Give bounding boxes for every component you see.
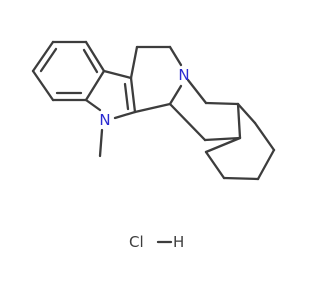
bond <box>204 150 226 180</box>
bond <box>133 102 172 114</box>
ring-nitrogen-label: N <box>178 66 189 84</box>
bond <box>129 76 137 114</box>
bond <box>98 128 104 158</box>
bond <box>236 102 242 140</box>
bond <box>236 102 257 125</box>
bonds <box>31 40 276 244</box>
chlorine-label: Cl <box>129 233 144 251</box>
bond <box>204 136 242 154</box>
bond <box>168 84 183 106</box>
hydrogen-label: H <box>173 233 184 251</box>
molecule-structure-diagram: N N Cl H <box>31 40 276 251</box>
bond <box>204 101 240 106</box>
bond <box>168 102 207 142</box>
bond <box>168 45 183 67</box>
bond <box>84 69 106 102</box>
bond <box>84 40 106 73</box>
bond <box>31 40 55 73</box>
bond <box>129 45 139 80</box>
bond <box>82 48 99 74</box>
bond <box>186 78 208 105</box>
indole-nitrogen-label: N <box>99 111 110 129</box>
bond <box>39 47 58 73</box>
bond <box>256 148 276 181</box>
bond <box>84 98 102 112</box>
bond <box>31 69 55 102</box>
bond <box>113 110 137 120</box>
bond <box>222 176 260 181</box>
bond <box>123 82 130 111</box>
bond <box>102 69 133 80</box>
bond <box>203 136 242 142</box>
bond <box>253 121 276 152</box>
